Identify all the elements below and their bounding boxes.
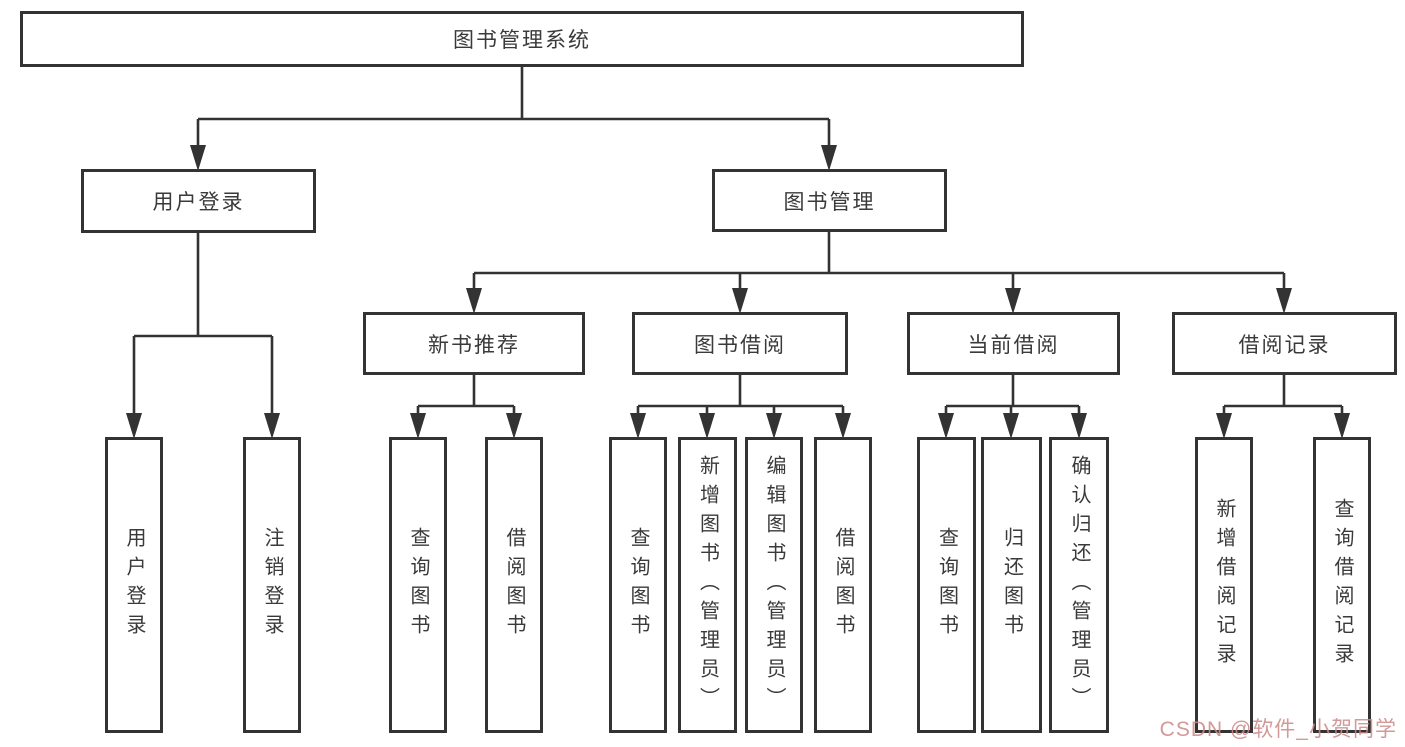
node-borrow-record: 借阅记录: [1172, 312, 1397, 375]
connector-bookborrow-to-leaves: [636, 375, 845, 418]
arrowhead: [1276, 288, 1292, 314]
arrowhead: [126, 413, 142, 439]
node-leaf-br-add: 新增借阅记录: [1195, 437, 1253, 733]
node-leaf-cb-query: 查询图书: [917, 437, 976, 733]
node-leaf-nbr-borrow-label: 借阅图书: [503, 527, 525, 643]
connector-bookmgmt-to-level2: [472, 232, 1286, 293]
arrowheads: [126, 145, 1350, 439]
node-borrow-record-label: 借阅记录: [1238, 333, 1331, 357]
node-book-borrow-label: 图书借阅: [694, 333, 786, 357]
connector-borrowrecord-to-leaves: [1222, 375, 1344, 418]
arrowhead: [630, 413, 646, 439]
node-root-label: 图书管理系统: [453, 29, 591, 52]
node-leaf-bb-edit: 编辑图书（管理员）: [745, 437, 803, 733]
node-leaf-bb-query-label: 查询图书: [627, 527, 649, 643]
node-leaf-bb-borrow: 借阅图书: [814, 437, 872, 733]
arrowhead: [1005, 288, 1021, 314]
node-user-login-label: 用户登录: [152, 191, 245, 214]
node-leaf-br-add-label: 新增借阅记录: [1213, 498, 1235, 672]
node-leaf-nbr-query-label: 查询图书: [407, 527, 429, 643]
arrowhead: [1071, 413, 1087, 439]
arrowhead: [699, 413, 715, 439]
node-leaf-br-query: 查询借阅记录: [1313, 437, 1371, 733]
arrowhead: [1334, 413, 1350, 439]
node-user-login: 用户登录: [81, 169, 316, 233]
connector-userlogin-to-leaves: [132, 233, 274, 418]
node-leaf-nbr-borrow: 借阅图书: [485, 437, 543, 733]
node-leaf-bb-borrow-label: 借阅图书: [832, 527, 854, 643]
arrowhead: [506, 413, 522, 439]
node-leaf-bb-edit-label: 编辑图书（管理员）: [763, 454, 785, 716]
node-leaf-cb-confirm-label: 确认归还（管理员）: [1068, 454, 1090, 716]
node-leaf-logout-label: 注销登录: [261, 527, 283, 643]
node-leaf-bb-query: 查询图书: [609, 437, 667, 733]
node-leaf-user-login-label: 用户登录: [123, 527, 145, 643]
node-leaf-nbr-query: 查询图书: [389, 437, 447, 733]
arrowhead: [466, 288, 482, 314]
node-leaf-cb-return-label: 归还图书: [1000, 527, 1023, 643]
arrowhead: [821, 145, 837, 171]
node-book-mgmt: 图书管理: [712, 169, 947, 232]
node-current-borrow: 当前借阅: [907, 312, 1120, 375]
arrowhead: [835, 413, 851, 439]
node-current-borrow-label: 当前借阅: [967, 333, 1060, 357]
arrowhead: [732, 288, 748, 314]
node-leaf-cb-query-label: 查询图书: [935, 527, 958, 643]
node-leaf-bb-add: 新增图书（管理员）: [678, 437, 737, 733]
arrowhead: [264, 413, 280, 439]
arrowhead: [190, 145, 206, 171]
arrowhead: [1216, 413, 1232, 439]
connector-currentborrow-to-leaves: [944, 375, 1081, 418]
node-leaf-bb-add-label: 新增图书（管理员）: [696, 454, 719, 716]
connector-root-to-level1: [196, 67, 831, 150]
arrowhead: [1003, 413, 1019, 439]
node-new-book-rec-label: 新书推荐: [428, 333, 520, 357]
node-leaf-logout: 注销登录: [243, 437, 301, 733]
node-book-mgmt-label: 图书管理: [783, 190, 876, 214]
node-leaf-cb-return: 归还图书: [981, 437, 1042, 733]
node-leaf-cb-confirm: 确认归还（管理员）: [1049, 437, 1109, 733]
node-book-borrow: 图书借阅: [632, 312, 848, 375]
arrowhead: [938, 413, 954, 439]
csdn-watermark: CSDN @软件_小贺同学: [1159, 718, 1397, 741]
connector-newbookrec-to-leaves: [416, 375, 516, 418]
arrowhead: [766, 413, 782, 439]
arrowhead: [410, 413, 426, 439]
node-leaf-br-query-label: 查询借阅记录: [1331, 498, 1353, 672]
node-new-book-rec: 新书推荐: [363, 312, 585, 375]
node-root: 图书管理系统: [20, 11, 1024, 67]
node-leaf-user-login: 用户登录: [105, 437, 163, 733]
